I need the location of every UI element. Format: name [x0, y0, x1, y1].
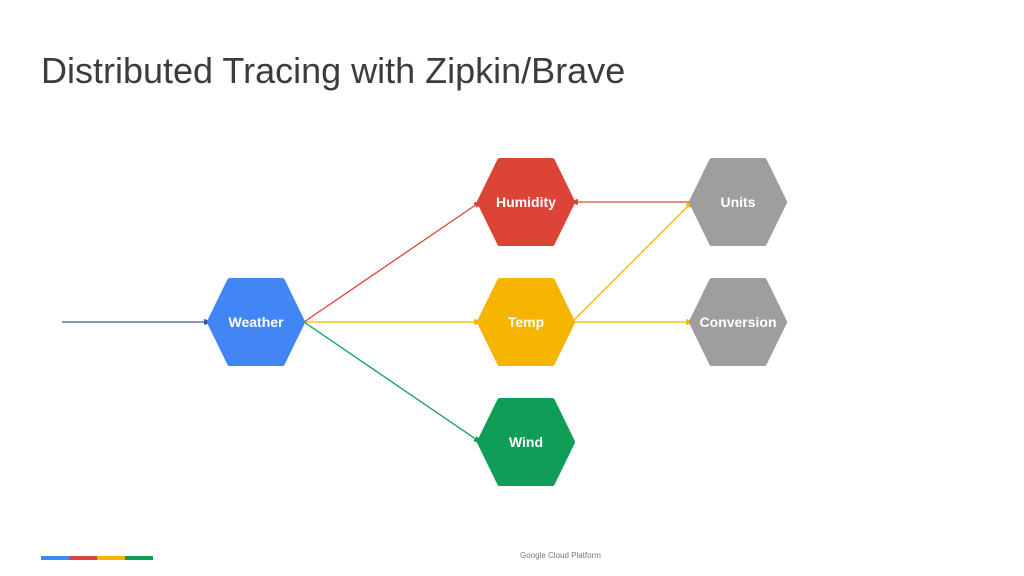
edge-weather-to-wind — [303, 321, 481, 443]
node-units: Units — [689, 158, 787, 246]
brand-color-bar — [41, 556, 153, 560]
node-label-conversion: Conversion — [699, 314, 776, 330]
node-humidity: Humidity — [477, 158, 575, 246]
node-temp: Temp — [477, 278, 575, 366]
hexagon-temp — [477, 278, 575, 366]
color-bar-green — [125, 556, 153, 560]
hexagon-conversion — [689, 278, 787, 366]
edges-layer — [62, 199, 693, 443]
node-label-units: Units — [721, 194, 756, 210]
slide-title: Distributed Tracing with Zipkin/Brave — [41, 50, 626, 91]
hexagon-wind — [477, 398, 575, 486]
node-label-temp: Temp — [508, 314, 544, 330]
edge-temp-to-units — [571, 201, 693, 323]
node-label-weather: Weather — [229, 314, 285, 330]
hexagon-humidity — [477, 158, 575, 246]
node-label-humidity: Humidity — [496, 194, 556, 210]
node-weather: Weather — [207, 278, 305, 366]
hexagon-weather — [207, 278, 305, 366]
color-bar-yellow — [97, 556, 125, 560]
node-label-wind: Wind — [509, 434, 543, 450]
footer-brand: Google Cloud Platform — [520, 551, 601, 560]
edge-weather-to-humidity — [303, 201, 481, 323]
node-wind: Wind — [477, 398, 575, 486]
hexagon-units — [689, 158, 787, 246]
node-conversion: Conversion — [689, 278, 787, 366]
color-bar-red — [69, 556, 97, 560]
color-bar-blue — [41, 556, 69, 560]
